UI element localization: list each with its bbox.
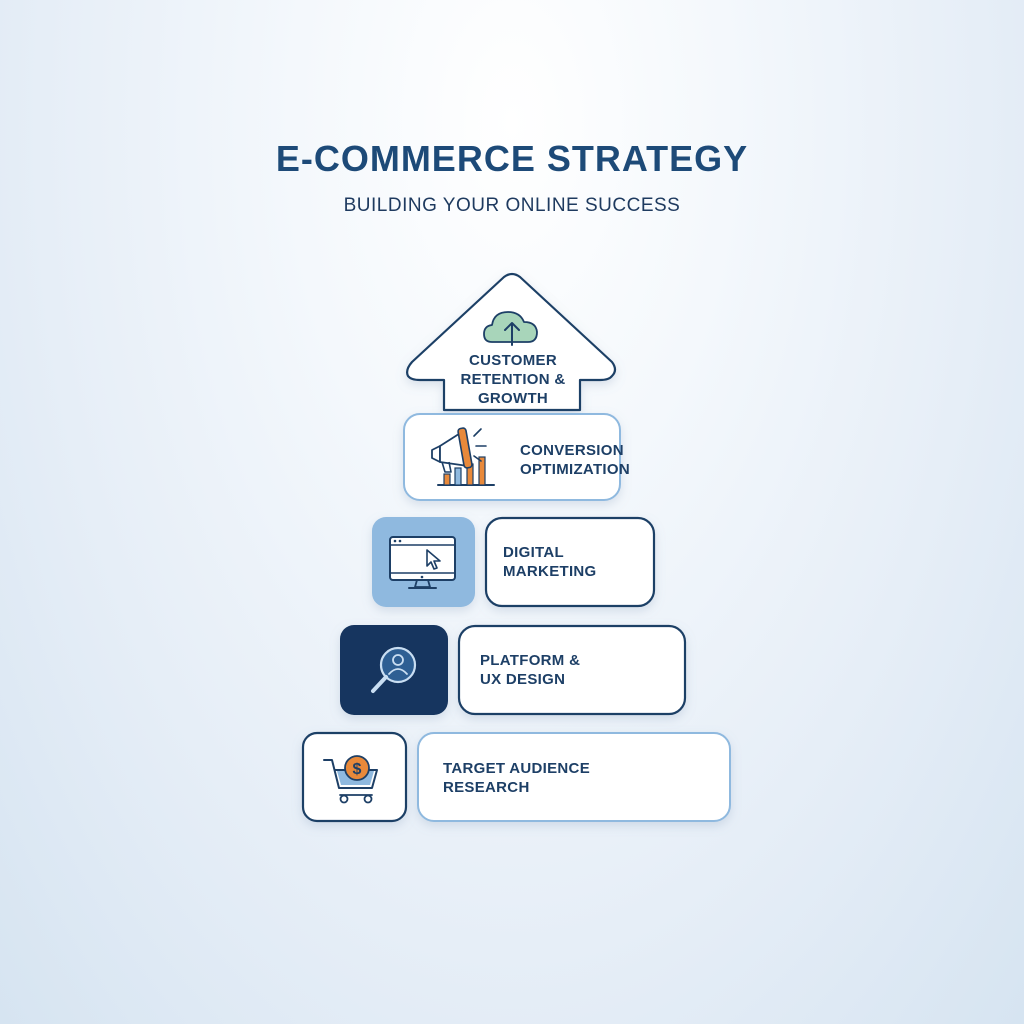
page-title: E-COMMERCE STRATEGY: [275, 138, 749, 179]
user-search-icon: [371, 646, 417, 693]
step-digital-marketing: [372, 516, 656, 608]
step-3-label: DIGITAL MARKETING: [503, 544, 597, 580]
step-target-audience-research: $: [301, 731, 731, 823]
step-2-label: CONVERSION OPTIMIZATION: [520, 442, 630, 478]
svg-text:$: $: [353, 761, 362, 778]
step-1-label: CUSTOMER RETENTION & GROWTH: [460, 352, 566, 407]
step-5-label: TARGET AUDIENCE RESEARCH: [443, 760, 590, 796]
step-customer-retention: [406, 272, 617, 412]
step-conversion-optimization: [403, 413, 621, 501]
megaphone-chart-icon: [431, 427, 495, 486]
shopping-cart-dollar-icon: $: [323, 755, 378, 804]
cloud-upload-icon: [483, 311, 538, 346]
step-4-label: PLATFORM & UX DESIGN: [480, 652, 581, 688]
page-subtitle: BUILDING YOUR ONLINE SUCCESS: [343, 195, 681, 216]
step-platform-ux-design: [340, 624, 687, 716]
monitor-cursor-icon: [389, 536, 456, 589]
